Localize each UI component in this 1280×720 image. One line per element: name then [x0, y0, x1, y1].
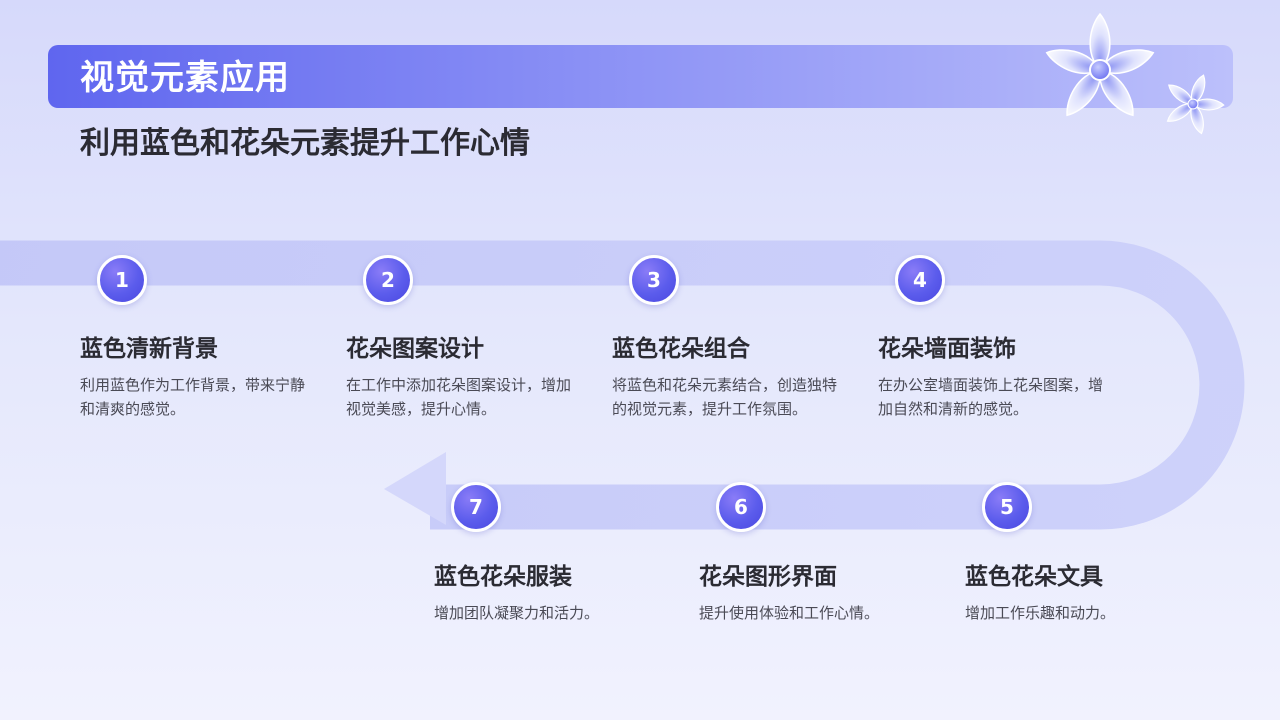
- step-title: 蓝色清新背景: [80, 336, 218, 362]
- step-description: 将蓝色和花朵元素结合，创造独特的视觉元素，提升工作氛围。: [612, 376, 838, 418]
- step-description: 在办公室墙面装饰上花朵图案，增加自然和清新的感觉。: [878, 376, 1104, 418]
- title-bar: [48, 45, 1233, 108]
- page-title: 视觉元素应用: [80, 58, 290, 98]
- step-title: 蓝色花朵服装: [434, 564, 572, 590]
- track-band: [0, 240, 1245, 530]
- step-number-badge: 7: [451, 482, 501, 532]
- step-title: 花朵墙面装饰: [878, 336, 1016, 362]
- step-description: 增加团队凝聚力和活力。: [434, 604, 600, 622]
- page-subtitle: 利用蓝色和花朵元素提升工作心情: [80, 126, 530, 161]
- flower-icon: [1166, 74, 1225, 135]
- step-title: 蓝色花朵文具: [965, 564, 1103, 590]
- step-description: 利用蓝色作为工作背景，带来宁静和清爽的感觉。: [80, 376, 306, 418]
- step-number-badge: 1: [97, 255, 147, 305]
- step-description: 在工作中添加花朵图案设计，增加视觉美感，提升心情。: [346, 376, 572, 418]
- step-number-badge: 2: [363, 255, 413, 305]
- step-title: 花朵图形界面: [699, 564, 837, 590]
- step-number-badge: 6: [716, 482, 766, 532]
- step-description: 增加工作乐趣和动力。: [965, 604, 1116, 622]
- step-title: 花朵图案设计: [346, 336, 484, 362]
- flower-icon: [1045, 12, 1155, 117]
- track-arrowhead: [384, 452, 446, 525]
- step-number-badge: 3: [629, 255, 679, 305]
- step-number-badge: 4: [895, 255, 945, 305]
- step-description: 提升使用体验和工作心情。: [699, 604, 880, 622]
- step-number-badge: 5: [982, 482, 1032, 532]
- flower-decoration: [1045, 12, 1225, 135]
- step-title: 蓝色花朵组合: [612, 336, 750, 362]
